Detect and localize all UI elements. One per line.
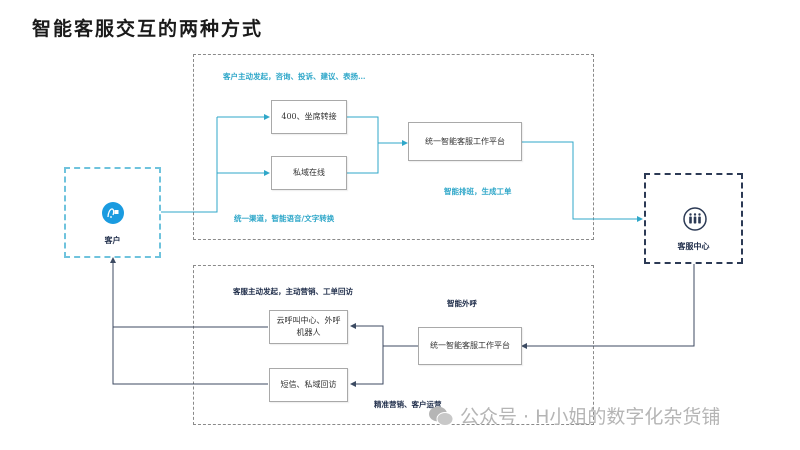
- inbound-group: [193, 54, 594, 240]
- inbound-connector: [161, 114, 643, 222]
- platform-to-split: [350, 323, 418, 347]
- outbound-channel-sms[interactable]: 短信、私域回访: [269, 368, 348, 402]
- outbound-platform[interactable]: 统一智能客服工作平台: [418, 327, 522, 365]
- customer-label: 客户: [104, 235, 121, 245]
- split-to-channel-2-out: [350, 346, 384, 387]
- customer-node[interactable]: 客户: [64, 167, 161, 258]
- agents-group-icon: [683, 207, 707, 231]
- inbound-platform-note: 智能排班，生成工单: [444, 187, 512, 196]
- watermark-text: 公众号 · H小姐的数字化杂货铺: [460, 406, 721, 428]
- inbound-header-note: 客户主动发起，咨询、投诉、建议、表扬…: [223, 72, 366, 81]
- outbound-bottom-note: 精准营销、客户运营: [374, 400, 442, 409]
- outbound-header-note: 客服主动发起，主动营销、工单回访: [233, 287, 353, 296]
- outbound-channel-callcenter[interactable]: 云呼叫中心、外呼机器人: [269, 310, 348, 344]
- customer-service-icon: [102, 202, 124, 224]
- customer-to-split: [161, 117, 218, 213]
- watermark: 公众号 · H小姐的数字化杂货铺: [428, 402, 720, 429]
- inbound-platform[interactable]: 统一智能客服工作平台: [408, 122, 522, 161]
- inbound-channel-400[interactable]: 400、坐席转接: [271, 100, 347, 134]
- outbound-platform-note: 智能外呼: [447, 299, 477, 308]
- outbound-group: [193, 265, 594, 425]
- wechat-icon: [429, 406, 454, 426]
- outbound-connector: [110, 257, 695, 387]
- service-center-to-platform: [521, 264, 695, 349]
- page-title: 智能客服交互的两种方式: [32, 18, 264, 40]
- channel-1-out: [346, 116, 379, 174]
- platform-to-service-center: [522, 141, 643, 222]
- inbound-bottom-note: 统一渠道，智能语音/文字转换: [234, 214, 335, 223]
- service-center-label: 客服中心: [677, 241, 710, 251]
- channel-2-to-customer: [110, 257, 268, 385]
- inbound-channel-private[interactable]: 私域在线: [271, 156, 347, 190]
- service-center-node[interactable]: 客服中心: [644, 173, 743, 264]
